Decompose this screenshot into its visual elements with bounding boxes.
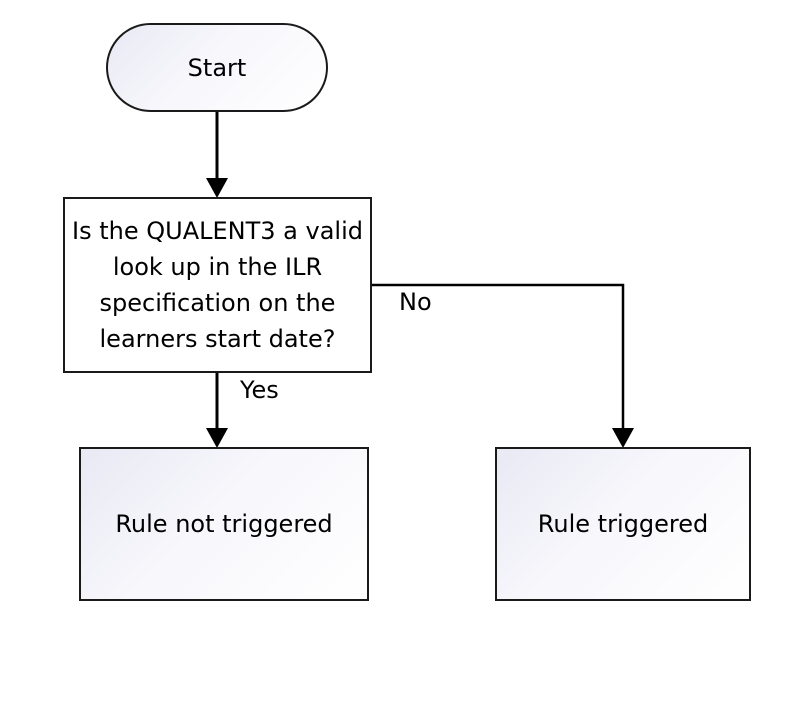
edge-no — [372, 283, 625, 432]
arrowhead-start-to-decision — [206, 178, 228, 198]
no-label: No — [399, 288, 432, 316]
arrowhead-no — [612, 428, 634, 448]
rule-triggered-node: Rule triggered — [495, 447, 751, 601]
arrowhead-yes — [206, 428, 228, 448]
decision-label: Is the QUALENT3 a valid look up in the I… — [72, 217, 363, 353]
yes-label: Yes — [240, 376, 279, 404]
start-label: Start — [187, 53, 247, 82]
rule-not-triggered-label: Rule not triggered — [115, 510, 333, 538]
start-node: Start — [106, 23, 328, 112]
rule-triggered-label: Rule triggered — [537, 510, 709, 538]
decision-node: Is the QUALENT3 a valid look up in the I… — [63, 197, 372, 373]
rule-not-triggered-node: Rule not triggered — [79, 447, 369, 601]
